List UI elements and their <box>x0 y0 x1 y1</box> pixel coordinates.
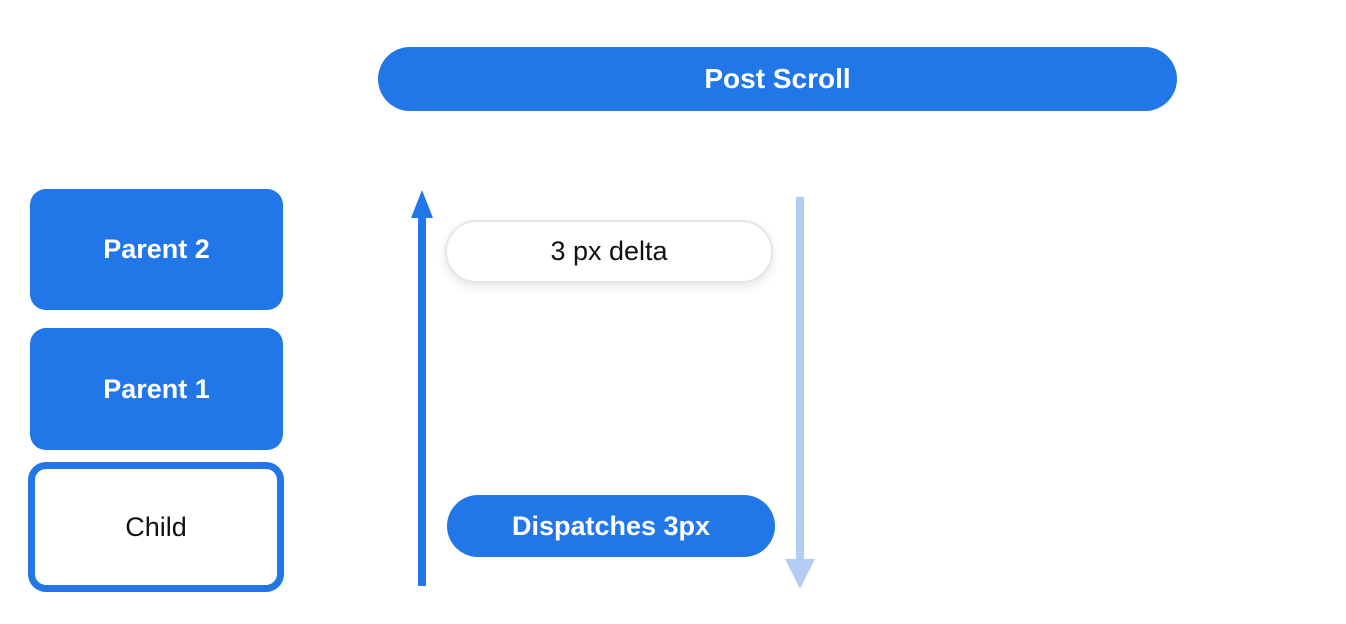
down-arrow-shaft <box>796 197 804 561</box>
dispatch-callout-pill: Dispatches 3px <box>447 495 775 557</box>
node-parent-2-label: Parent 2 <box>103 234 210 264</box>
down-arrow-head <box>785 559 815 589</box>
up-arrow-shaft <box>418 216 426 586</box>
up-arrow-head <box>411 190 433 218</box>
delta-callout-label: 3 px delta <box>550 236 668 266</box>
node-parent-1: Parent 1 <box>30 328 283 450</box>
node-parent-2: Parent 2 <box>30 189 283 310</box>
up-arrow-icon <box>411 190 433 586</box>
node-parent-1-label: Parent 1 <box>103 373 210 404</box>
node-child: Child <box>28 462 284 592</box>
down-arrow-icon <box>785 197 815 589</box>
node-child-label: Child <box>125 511 187 542</box>
post-scroll-banner: Post Scroll <box>378 47 1177 111</box>
post-scroll-banner-label: Post Scroll <box>704 63 851 94</box>
dispatch-callout-label: Dispatches 3px <box>511 510 711 541</box>
delta-callout-pill: 3 px delta <box>445 220 773 283</box>
